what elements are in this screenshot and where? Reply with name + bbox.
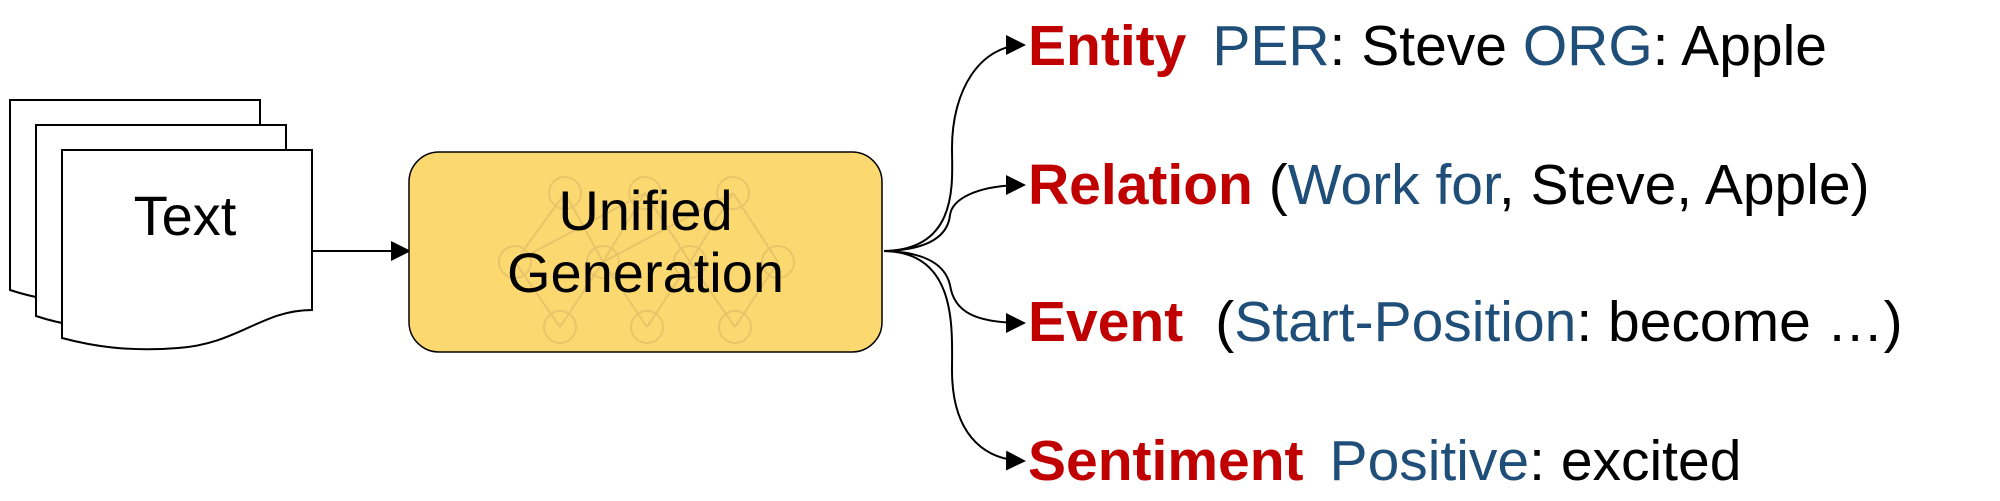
event-label: Start-Position xyxy=(1234,290,1577,354)
entity-label-org: ORG xyxy=(1522,14,1653,78)
unified-generation-line2: Generation xyxy=(506,240,785,304)
entity-value-apple: : Apple xyxy=(1652,14,1827,78)
arrow-to-entity xyxy=(883,35,1026,252)
sentiment-keyword: Sentiment xyxy=(1028,429,1304,493)
arrow-to-sentiment xyxy=(883,250,1026,471)
output-event: Event(Start-Position: become …) xyxy=(1028,294,1903,351)
document-stack-icon xyxy=(9,99,313,351)
event-open: ( xyxy=(1215,290,1235,354)
arrow-to-event xyxy=(883,250,1026,333)
relation-label: Work for xyxy=(1287,153,1499,217)
sentiment-label: Positive xyxy=(1329,429,1530,493)
relation-open: ( xyxy=(1252,153,1288,217)
unified-generation-label: Unified Generation xyxy=(409,180,882,303)
event-args: : become …) xyxy=(1576,290,1903,354)
event-keyword: Event xyxy=(1028,290,1184,354)
relation-args: , Steve, Apple) xyxy=(1498,153,1870,217)
entity-label-per: PER xyxy=(1212,14,1330,78)
arrow-to-relation xyxy=(883,175,1026,252)
document-page-front xyxy=(61,149,313,351)
sentiment-value: : excited xyxy=(1529,429,1742,493)
neural-network-icon xyxy=(498,176,795,344)
output-relation: Relation (Work for, Steve, Apple) xyxy=(1028,157,1870,214)
input-text-label: Text xyxy=(133,184,237,247)
output-arrows xyxy=(883,35,1026,471)
unified-generation-line1: Unified xyxy=(558,179,733,242)
unified-generation-box xyxy=(408,151,883,353)
relation-keyword: Relation xyxy=(1028,153,1253,217)
entity-value-steve: : Steve xyxy=(1329,14,1523,78)
entity-keyword: Entity xyxy=(1028,14,1187,78)
